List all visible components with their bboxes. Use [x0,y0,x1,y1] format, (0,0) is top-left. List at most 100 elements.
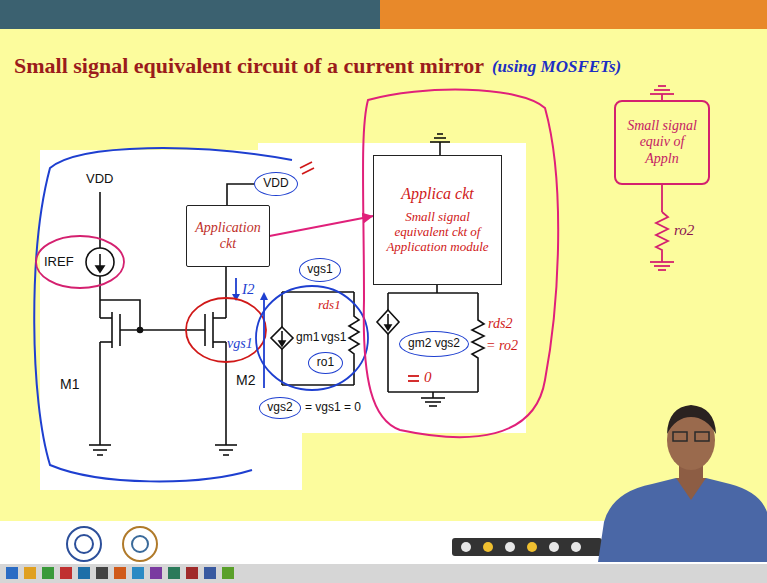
taskbar-icon [78,567,90,579]
wire [388,292,478,294]
wire [225,342,227,445]
node-text: Applica ckt [401,185,473,203]
annotation-stroke [408,375,419,377]
equation-label: = ro2 [486,338,518,354]
resistance-label: rds1 [318,298,341,313]
presenter-glasses [673,432,687,441]
taskbar-icon [96,567,108,579]
annotation-loop [256,286,368,390]
node-text: ro1 [317,356,334,370]
current-arrow [96,266,104,272]
transconductance-label: gm1 [296,331,319,345]
wire [661,185,663,212]
sketch-box: Small signal equiv of Appln [614,100,710,185]
ground-symbol [425,401,441,403]
wire [282,291,354,293]
presenter-hair [667,405,716,434]
slide-ground [0,29,767,521]
wire [120,329,205,331]
toolbar-icon [549,542,559,552]
ground-symbol [430,141,450,143]
wire [282,384,354,386]
resistor-symbol [472,293,484,392]
current-arrow [279,341,285,346]
ground-symbol [654,265,670,267]
ground-symbol [89,444,111,446]
resistance-label: ro2 [674,222,694,239]
subtitle: (using MOSFETs) [492,57,621,77]
wire [387,293,389,310]
ground-symbol [437,133,443,135]
node-text: Small signal equiv of Appln [622,118,702,166]
wire [99,342,101,445]
supply-label: VDD [86,172,113,187]
slide-title: Small signal equivalent circuit of a cur… [14,53,484,78]
dependent-source-symbol [377,310,399,334]
junction-dot [138,328,143,333]
presenter-glasses [695,432,709,441]
current-source-symbol [86,248,114,276]
taskbar-icon [186,567,198,579]
transistor-symbol [213,317,226,319]
taskbar-icon [42,567,54,579]
node-text: VDD [263,177,288,191]
wire [432,392,434,398]
taskbar-icon [24,567,36,579]
application-box: Applica cktSmall signal equivalent ckt o… [373,155,501,285]
value-label: 0 [424,369,432,386]
ground-symbol [658,269,666,271]
toolbar-icon [461,542,471,552]
ground-symbol [97,454,103,456]
toolbar-icon [483,542,493,552]
wire [225,262,227,318]
taskbar-icon [6,567,18,579]
annotation-stroke [300,162,312,168]
node-text: gm2 vgs2 [408,337,460,351]
toolbar-icon [571,542,581,552]
ground-symbol [93,449,107,451]
annotation-loop [36,236,124,288]
transistor-symbol [100,341,112,343]
presenter-shirt [598,478,767,562]
ground-symbol [223,454,229,456]
institute-logo [67,527,101,561]
current-arrow [99,254,101,267]
ground-symbol [434,137,446,139]
toolbar-icon [527,542,537,552]
taskbar [0,564,767,583]
circled-label: VDD [254,172,298,196]
wire [387,334,389,392]
node-text: vgs2 [267,401,292,415]
institute-logo [75,535,93,553]
wire [281,292,283,327]
ground-symbol [658,85,666,87]
node-text: vgs1 [307,263,332,277]
circled-label: ro1 [308,352,343,374]
resistor-symbol [656,212,668,262]
taskbar-icon [132,567,144,579]
toolbar-icon [505,542,515,552]
annotation-loop [34,148,292,481]
transistor-symbol [213,341,226,343]
voltage-label: vgs1 [227,336,253,352]
annotation-loop [186,298,266,362]
wire [99,276,101,318]
current-source-label: IREF [44,255,74,270]
video-toolbar [452,538,602,556]
voltage-arrow [260,292,268,300]
taskbar-icon [60,567,72,579]
transistor-symbol [204,314,206,346]
ground-symbol [215,444,237,446]
application-box: Application ckt [186,205,269,267]
header-bar [0,0,380,29]
equivalent-sketch [650,86,674,270]
ground-symbol [429,405,437,407]
header-accent [380,0,767,29]
taskbar-icon [204,567,216,579]
annotation-stroke [302,168,314,174]
annotation-stroke [408,380,419,382]
circled-label: vgs1 [299,258,342,282]
annotation-loop [363,90,558,438]
